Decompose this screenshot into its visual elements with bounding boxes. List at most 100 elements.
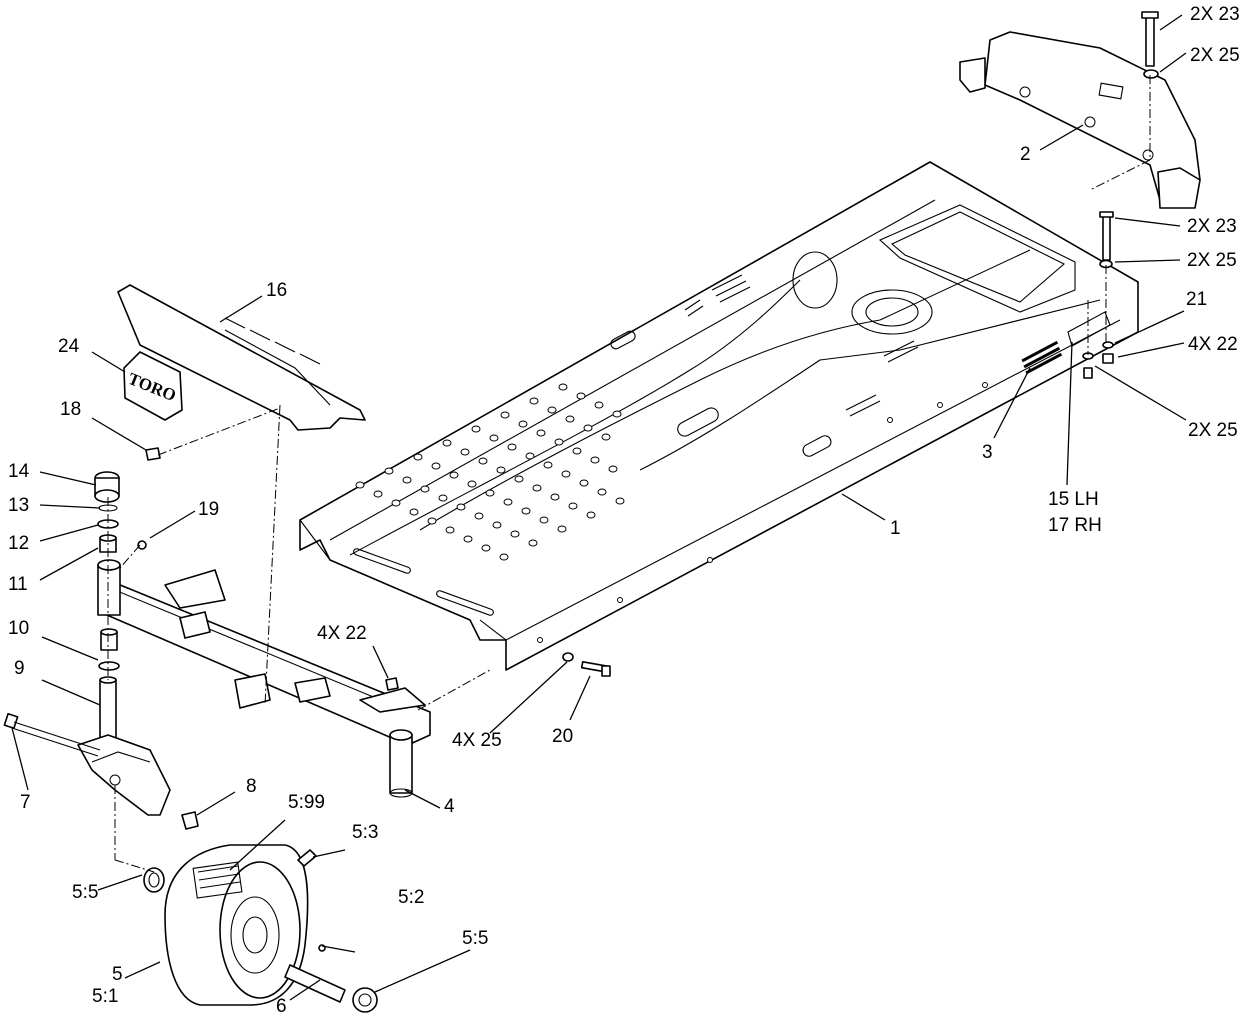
perforation-hole xyxy=(612,410,622,418)
warning-decal xyxy=(1021,340,1063,375)
perforation-hole xyxy=(536,429,546,437)
callout-21: 21 xyxy=(1186,289,1207,310)
perforation-hole xyxy=(449,471,459,479)
perforation-hole xyxy=(576,392,586,400)
perforation-hole xyxy=(402,476,412,484)
callout-17-rh: 17 RH xyxy=(1048,515,1102,536)
perforation-hole xyxy=(471,425,481,433)
perforation-hole xyxy=(413,453,423,461)
perforation-hole xyxy=(467,480,477,488)
perforation-hole xyxy=(568,502,578,510)
perforation-hole xyxy=(557,525,567,533)
perforation-hole xyxy=(594,401,604,409)
perforation-hole xyxy=(521,507,531,515)
perforation-hole xyxy=(525,452,535,460)
callout-2x-25-mid: 2X 25 xyxy=(1187,250,1237,271)
perforation-hole xyxy=(608,465,618,473)
callout-5: 5 xyxy=(112,964,123,985)
callout-24: 24 xyxy=(58,336,80,357)
callout-5-5-left: 5:5 xyxy=(72,882,98,903)
rear-bumper xyxy=(959,31,1201,209)
callout-3: 3 xyxy=(982,442,993,463)
callout-5-3: 5:3 xyxy=(352,822,378,843)
callout-2x-25-bottom: 2X 25 xyxy=(1188,420,1238,441)
caster-wheel xyxy=(143,844,378,1013)
callout-5-5-right: 5:5 xyxy=(462,928,488,949)
front-grill xyxy=(117,284,366,431)
perforation-hole xyxy=(597,488,607,496)
callout-11: 11 xyxy=(8,574,28,595)
perforation-hole xyxy=(543,461,553,469)
callout-5-2: 5:2 xyxy=(398,887,424,908)
callout-4: 4 xyxy=(444,796,455,817)
perforation-hole xyxy=(550,493,560,501)
callout-2x-23-top: 2X 23 xyxy=(1190,4,1240,25)
callout-5-1: 5:1 xyxy=(92,986,118,1007)
callout-4x-22-axle: 4X 22 xyxy=(317,623,367,644)
callout-5-99: 5:99 xyxy=(288,792,325,813)
footrest-perforations xyxy=(355,383,625,561)
perforation-hole xyxy=(583,424,593,432)
perforation-hole xyxy=(507,443,517,451)
perforation-hole xyxy=(615,497,625,505)
frame-bolt xyxy=(562,652,611,677)
callout-2: 2 xyxy=(1020,144,1031,165)
perforation-hole xyxy=(601,433,611,441)
perforation-hole xyxy=(510,530,520,538)
perforation-hole xyxy=(499,553,509,561)
perforation-hole xyxy=(427,517,437,525)
perforation-hole xyxy=(485,489,495,497)
perforation-hole xyxy=(420,485,430,493)
callout-7: 7 xyxy=(20,792,31,813)
callout-19: 19 xyxy=(198,499,219,520)
perforation-hole xyxy=(456,503,466,511)
perforation-hole xyxy=(565,415,575,423)
perforation-hole xyxy=(478,457,488,465)
callout-8: 8 xyxy=(246,776,257,797)
toro-logo: TORO xyxy=(123,351,183,421)
perforation-hole xyxy=(554,438,564,446)
caster-fork-assembly xyxy=(3,447,199,830)
perforation-hole xyxy=(384,467,394,475)
perforation-hole xyxy=(409,508,419,516)
callout-13: 13 xyxy=(8,495,29,516)
perforation-hole xyxy=(586,511,596,519)
leader-lines xyxy=(11,14,1187,1001)
callout-labels: 1 2 3 4 5 5:1 5:2 5:3 5:5 5:5 5:99 6 7 8… xyxy=(8,4,1240,1017)
perforation-hole xyxy=(532,484,542,492)
perforation-hole xyxy=(373,490,383,498)
perforation-hole xyxy=(547,406,557,414)
perforation-hole xyxy=(442,439,452,447)
callout-1: 1 xyxy=(890,518,901,539)
perforation-hole xyxy=(355,481,365,489)
perforation-hole xyxy=(463,535,473,543)
perforation-hole xyxy=(460,448,470,456)
perforation-hole xyxy=(431,462,441,470)
assembly-lines xyxy=(107,159,1151,873)
callout-4x-25: 4X 25 xyxy=(452,730,502,751)
perforation-hole xyxy=(489,434,499,442)
perforation-hole xyxy=(503,498,513,506)
rear-bolts xyxy=(1082,11,1159,379)
callout-12: 12 xyxy=(8,533,29,554)
perforation-hole xyxy=(496,466,506,474)
perforation-hole xyxy=(445,526,455,534)
callout-10: 10 xyxy=(8,618,29,639)
perforation-hole xyxy=(561,470,571,478)
callout-2x-23-mid: 2X 23 xyxy=(1187,216,1237,237)
perforation-hole xyxy=(579,479,589,487)
callout-20: 20 xyxy=(552,726,573,747)
perforation-hole xyxy=(572,447,582,455)
perforation-hole xyxy=(590,456,600,464)
perforation-hole xyxy=(528,539,538,547)
callout-15-lh: 15 LH xyxy=(1048,489,1099,510)
perforation-hole xyxy=(492,521,502,529)
callout-4x-22-right: 4X 22 xyxy=(1188,334,1238,355)
perforation-hole xyxy=(514,475,524,483)
perforation-hole xyxy=(474,512,484,520)
perforation-hole xyxy=(500,411,510,419)
perforation-hole xyxy=(558,383,568,391)
perforation-hole xyxy=(438,494,448,502)
perforation-hole xyxy=(529,397,539,405)
